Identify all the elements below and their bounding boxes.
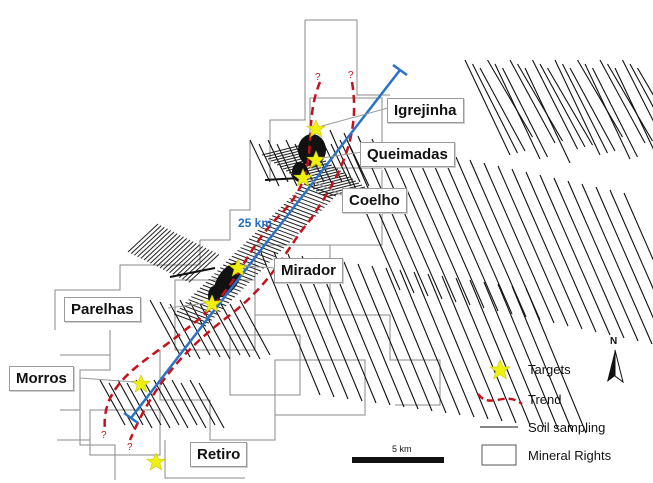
svg-text:?: ? xyxy=(127,442,133,453)
soil-sampling-lines xyxy=(99,59,653,434)
scale-bar xyxy=(352,457,444,463)
dense-sampling-grid xyxy=(127,144,366,327)
star-icon-queimadas xyxy=(306,150,326,169)
label-coelho: Coelho xyxy=(342,188,407,213)
north-label: N xyxy=(610,336,618,347)
scale-label: 5 km xyxy=(392,444,412,454)
svg-text:?: ? xyxy=(315,72,321,83)
star-icon-mirador xyxy=(228,258,248,277)
label-retiro: Retiro xyxy=(190,442,248,467)
svg-text:?: ? xyxy=(101,430,107,441)
label-mirador: Mirador xyxy=(274,258,344,283)
label-parelhas: Parelhas xyxy=(64,297,141,322)
label-morros: Morros xyxy=(9,366,74,391)
distance-label: 25 km xyxy=(238,216,273,230)
legend-trend-line xyxy=(477,393,523,406)
north-arrow-icon xyxy=(607,349,624,384)
star-icon-parelhas xyxy=(202,294,222,313)
profile-line xyxy=(123,63,408,425)
legend-trend: Trend xyxy=(528,392,562,407)
legend-star-icon xyxy=(489,359,511,380)
legend-soil-sampling: Soil sampling xyxy=(528,420,606,435)
target-stars xyxy=(131,119,326,471)
legend-rights-box xyxy=(481,444,517,466)
label-leaders xyxy=(79,107,389,383)
legend-targets: Targets xyxy=(528,362,571,377)
star-icon-retiro xyxy=(146,452,166,471)
svg-text:?: ? xyxy=(348,70,354,81)
legend-symbols xyxy=(477,359,523,466)
label-queimadas: Queimadas xyxy=(360,142,455,167)
label-igrejinha: Igrejinha xyxy=(387,98,464,123)
star-icon-coelho xyxy=(293,168,313,187)
legend-mineral-rights: Mineral Rights xyxy=(528,448,612,463)
trend-outline xyxy=(103,81,356,441)
trend-question-marks: ? ? ? ? xyxy=(101,70,354,453)
star-icon-morros xyxy=(131,374,151,393)
